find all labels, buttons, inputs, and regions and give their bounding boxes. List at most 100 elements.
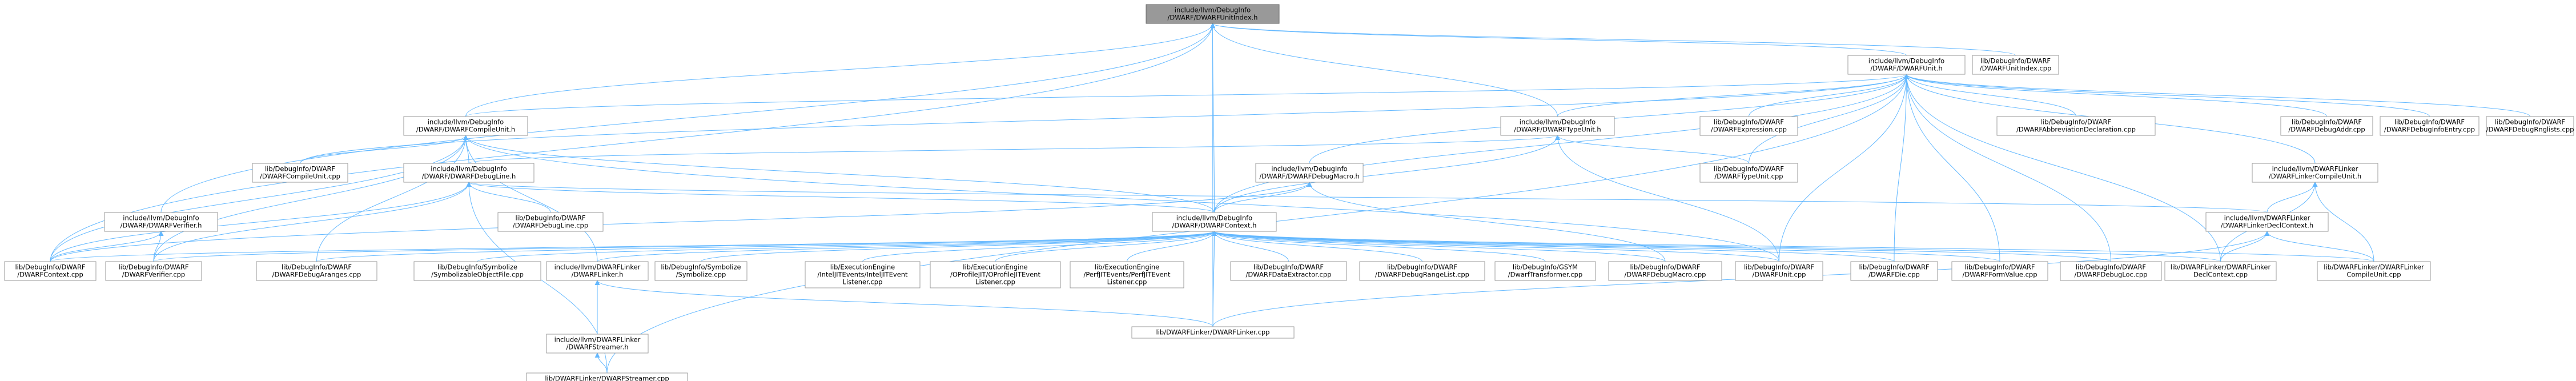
file-node[interactable]: lib/DebugInfo/DWARF/DWARFTypeUnit.cpp: [1699, 163, 1798, 183]
node-label-line: lib/DebugInfo/DWARF: [515, 214, 585, 222]
node-label-line: /DWARFUnit.cpp: [1753, 271, 1806, 279]
file-node[interactable]: lib/DebugInfo/DWARF/DWARFDebugLoc.cpp: [2060, 261, 2162, 281]
file-node[interactable]: lib/DebugInfo/DWARF/DWARFContext.cpp: [4, 261, 97, 281]
node-label-line: lib/DebugInfo/DWARF: [2394, 118, 2465, 126]
file-node[interactable]: lib/DebugInfo/DWARF/DWARFCompileUnit.cpp: [252, 163, 348, 183]
node-label-line: /DWARFCompileUnit.cpp: [260, 173, 340, 181]
file-node[interactable]: lib/DebugInfo/DWARF/DWARFAbbreviationDec…: [1996, 116, 2156, 136]
file-node[interactable]: lib/DebugInfo/DWARF/DWARFExpression.cpp: [1699, 116, 1798, 136]
file-node[interactable]: lib/DebugInfo/DWARF/DWARFDebugAddr.cpp: [2280, 116, 2373, 136]
node-label-line: /OProfileJIT/OProfileJITEvent: [950, 271, 1040, 279]
edge-n20-to-n3: [153, 135, 468, 262]
file-node[interactable]: include/llvm/DebugInfo/DWARF/DWARFUnit.h: [1847, 55, 1966, 75]
node-box: [403, 116, 528, 136]
node-box: [805, 261, 921, 288]
edge-n32-to-n4: [1555, 135, 1779, 262]
edge-n39-to-n23: [594, 280, 1213, 327]
node-label-line: lib/DebugInfo/DWARF: [1744, 263, 1814, 271]
edge-n31-to-n17: [1212, 231, 1666, 262]
node-box: [1850, 261, 1938, 281]
node-label-line: /DWARFDie.cpp: [1868, 271, 1920, 279]
edge-n3-to-n0: [465, 23, 1215, 117]
root-node[interactable]: include/llvm/DebugInfo/DWARF/DWARFUnitIn…: [1146, 4, 1280, 24]
node-label-line: lib/DebugInfo/Symbolize: [437, 263, 517, 271]
file-node[interactable]: include/llvm/DebugInfo/DWARF/DWARFCompil…: [403, 116, 528, 136]
edge-n19-to-n12: [50, 182, 1312, 262]
node-label-line: lib/DebugInfo/DWARF: [1387, 263, 1457, 271]
node-label-line: lib/DebugInfo/DWARF: [1980, 57, 2051, 65]
file-node[interactable]: include/llvm/DebugInfo/DWARF/DWARFContex…: [1152, 212, 1277, 232]
file-node[interactable]: lib/DebugInfo/DWARF/DWARFVerifier.cpp: [105, 261, 202, 281]
edge-n37-to-n14: [2312, 182, 2374, 262]
node-label-line: include/llvm/DebugInfo: [123, 214, 199, 222]
node-box: [1608, 261, 1722, 281]
file-node[interactable]: lib/ExecutionEngine/OProfileJIT/OProfile…: [930, 261, 1061, 288]
node-label-line: lib/DebugInfo/DWARF: [15, 263, 85, 271]
node-label-line: /DWARFLinkerCompileUnit.h: [2269, 173, 2361, 181]
file-node[interactable]: lib/DebugInfo/DWARF/DWARFFormValue.cpp: [1951, 261, 2048, 281]
file-node[interactable]: lib/ExecutionEngine/IntelJITEvents/Intel…: [805, 261, 921, 288]
node-box: [1230, 261, 1347, 281]
file-node[interactable]: lib/DebugInfo/DWARF/DWARFDataExtractor.c…: [1230, 261, 1347, 281]
node-label-line: /DWARFStreamer.h: [566, 343, 628, 351]
edge-n37-to-n18: [2264, 231, 2374, 262]
file-node[interactable]: lib/DWARFLinker/DWARFStreamer.cpp: [526, 372, 688, 381]
edge-n23-to-n3: [463, 135, 598, 262]
edge-n17-to-n11: [466, 182, 1215, 213]
node-label-line: /DwarfTransformer.cpp: [1508, 271, 1583, 279]
file-node[interactable]: include/llvm/DebugInfo/DWARF/DWARFDebugM…: [1255, 163, 1364, 183]
file-node[interactable]: lib/DebugInfo/DWARF/DWARFDebugLine.cpp: [497, 212, 604, 232]
node-label-line: /DWARFDebugRangeList.cpp: [1375, 271, 1469, 279]
file-node[interactable]: include/llvm/DebugInfo/DWARF/DWARFDebugL…: [403, 163, 535, 183]
edge-n32-to-n17: [1212, 231, 1779, 262]
node-label-line: /DWARF/DWARFDebugLine.h: [422, 173, 516, 181]
node-box: [930, 261, 1061, 288]
file-node[interactable]: lib/DebugInfo/DWARF/DWARFDebugMacro.cpp: [1608, 261, 1722, 281]
file-node[interactable]: lib/DWARFLinker/DWARFLinkerCompileUnit.c…: [2317, 261, 2431, 281]
file-node[interactable]: include/llvm/DWARFLinker/DWARFStreamer.h: [546, 334, 649, 354]
edge-n20-to-n17: [153, 231, 1217, 262]
file-node[interactable]: include/llvm/DWARFLinker/DWARFLinkerDecl…: [2205, 212, 2329, 232]
file-node[interactable]: lib/DWARFLinker/DWARFLinker.cpp: [1131, 326, 1295, 339]
node-box: [2486, 116, 2574, 136]
edge-n6-to-n1: [1904, 74, 2076, 117]
edge-n33-to-n17: [1212, 231, 1895, 262]
node-label-line: lib/DebugInfo/DWARF: [1714, 165, 1784, 173]
file-node[interactable]: lib/DebugInfo/GSYM/DwarfTransformer.cpp: [1494, 261, 1596, 281]
file-node[interactable]: lib/DebugInfo/Symbolize/SymbolizableObje…: [413, 261, 541, 281]
node-label-line: include/llvm/DebugInfo: [431, 165, 507, 173]
file-node[interactable]: lib/DebugInfo/DWARF/DWARFDebugAranges.cp…: [256, 261, 377, 281]
file-node[interactable]: lib/DebugInfo/Symbolize/Symbolize.cpp: [654, 261, 748, 281]
node-label-line: /SymbolizableObjectFile.cpp: [431, 271, 524, 279]
node-label-line: lib/DebugInfo/DWARF: [1859, 263, 1929, 271]
node-label-line: /DWARFDebugMacro.cpp: [1625, 271, 1706, 279]
node-label-line: /Symbolize.cpp: [676, 271, 726, 279]
node-label-line: /DWARFLinkerDeclContext.h: [2221, 222, 2313, 230]
file-node[interactable]: lib/DebugInfo/DWARF/DWARFDie.cpp: [1850, 261, 1938, 281]
edge-n25-to-n17: [862, 231, 1217, 262]
file-node[interactable]: lib/ExecutionEngine/PerfJITEvents/PerfJI…: [1070, 261, 1184, 288]
file-node[interactable]: lib/DebugInfo/DWARF/DWARFDebugRangeList.…: [1359, 261, 1485, 281]
node-label-line: /DWARFDebugInfoEntry.cpp: [2384, 126, 2475, 134]
file-node[interactable]: lib/DebugInfo/DWARF/DWARFDebugInfoEntry.…: [2380, 116, 2479, 136]
file-node[interactable]: lib/DebugInfo/DWARF/DWARFUnitIndex.cpp: [1972, 55, 2059, 75]
node-label-line: /DWARF/DWARFCompileUnit.h: [416, 126, 515, 134]
file-node[interactable]: include/llvm/DebugInfo/DWARF/DWARFTypeUn…: [1500, 116, 1615, 136]
node-label-line: Listener.cpp: [1107, 278, 1147, 286]
node-label-line: include/llvm/DWARFLinker: [2224, 214, 2310, 222]
node-label-line: /DWARF/DWARFDebugMacro.h: [1259, 173, 1359, 181]
file-node[interactable]: include/llvm/DebugInfo/DWARF/DWARFVerifi…: [104, 212, 218, 232]
file-node[interactable]: lib/DebugInfo/DWARF/DWARFDebugRnglists.c…: [2486, 116, 2574, 136]
node-box: [2380, 116, 2479, 136]
node-box: [104, 212, 218, 232]
edge-n32-to-n3: [463, 135, 1779, 262]
file-node[interactable]: include/llvm/DWARFLinker/DWARFLinkerComp…: [2252, 163, 2378, 183]
file-node[interactable]: lib/DWARFLinker/DWARFLinkerDeclContext.c…: [2164, 261, 2277, 281]
node-box: [1070, 261, 1184, 288]
file-node[interactable]: include/llvm/DWARFLinker/DWARFLinker.h: [546, 261, 649, 281]
node-label-line: lib/DWARFLinker/DWARFLinker: [2324, 263, 2424, 271]
edge-n34-to-n17: [1212, 231, 2000, 262]
file-node[interactable]: lib/DebugInfo/DWARF/DWARFUnit.cpp: [1735, 261, 1823, 281]
